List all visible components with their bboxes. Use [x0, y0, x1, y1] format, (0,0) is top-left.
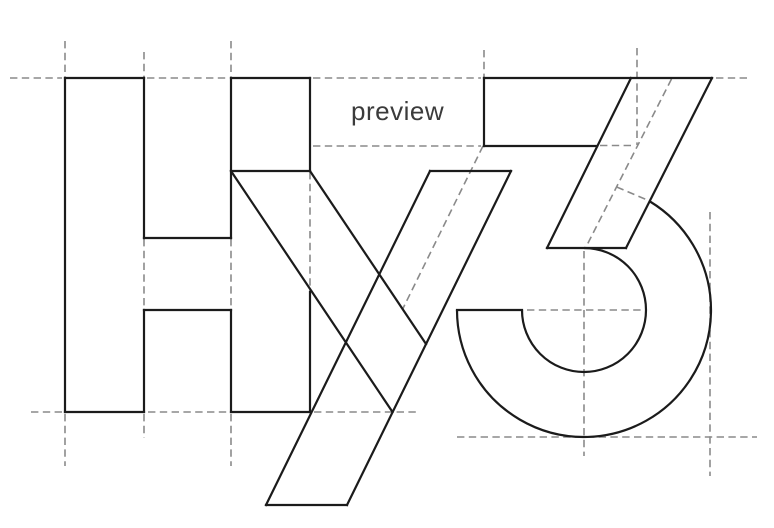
- preview-label: preview: [351, 96, 444, 126]
- guide-d-three-diagonal-centerline: [585, 78, 673, 248]
- three-bowl-inner-arc: [520, 246, 648, 374]
- letter-H: [63, 76, 312, 414]
- three-bowl-outer-arc: [455, 200, 713, 439]
- y-right-arm-right-edge: [345, 169, 513, 507]
- guide-d-y-arm-centerline: [401, 145, 484, 310]
- y-left-arm-left-edge: [229, 169, 395, 414]
- letter-y: [229, 169, 513, 507]
- y-left-arm-right-edge: [308, 169, 428, 346]
- y-right-arm-left-edge: [264, 169, 432, 507]
- guide-lines: [10, 41, 757, 476]
- three-diagonal-left-edge: [545, 76, 633, 250]
- letter-three: [455, 76, 714, 439]
- three-diagonal-right-edge: [624, 76, 714, 250]
- guide-d-three-arc-connector: [616, 186, 650, 202]
